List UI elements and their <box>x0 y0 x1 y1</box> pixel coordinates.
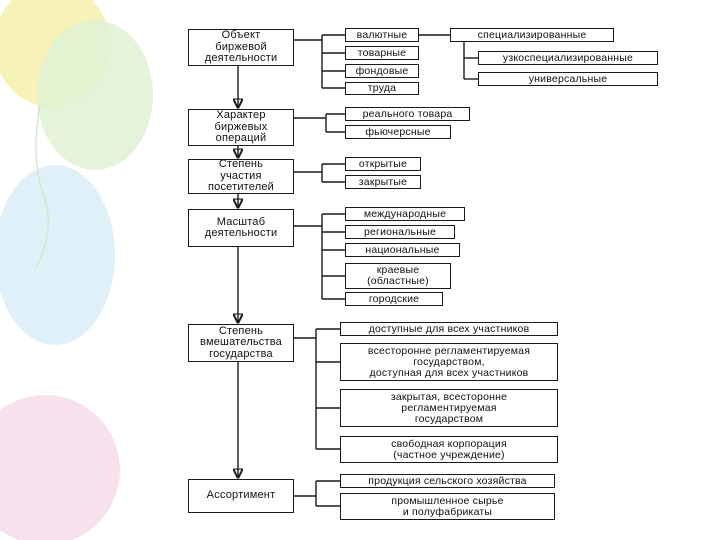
item-closed: закрытые <box>345 175 421 189</box>
item-regional: региональные <box>345 225 455 239</box>
category-assortment-box: Ассортимент <box>188 479 294 513</box>
subitem-universal: универсальные <box>478 72 658 86</box>
subitem-narrow-specialized: узкоспециализированные <box>478 51 658 65</box>
item-provincial: краевые (областные) <box>345 263 451 289</box>
category-participation-box: Степень участия посетителей <box>188 159 294 194</box>
item-regulated-open: всесторонне регламентируемая государство… <box>340 343 558 381</box>
item-international: международные <box>345 207 465 221</box>
balloon-pink <box>0 395 120 540</box>
category-scale-box: Масштаб деятельности <box>188 209 294 247</box>
balloon-green <box>37 20 153 170</box>
item-real-goods: реального товара <box>345 107 470 121</box>
item-open: открытые <box>345 157 421 171</box>
item-futures: фьючерсные <box>345 125 451 139</box>
balloon-string <box>34 104 49 271</box>
item-commodity: товарные <box>345 46 419 60</box>
item-free-corporation: свободная корпорация (частное учреждение… <box>340 436 558 463</box>
item-currency: валютные <box>345 28 419 42</box>
balloon-blue <box>0 165 115 345</box>
item-regulated-closed: закрытая, всесторонне регламентируемая г… <box>340 389 558 427</box>
item-stock: фондовые <box>345 64 419 78</box>
category-state-box: Степень вмешательства государства <box>188 324 294 362</box>
item-labor: труда <box>345 82 419 95</box>
category-operations-box: Характер биржевых операций <box>188 109 294 146</box>
item-national: национальные <box>345 243 460 257</box>
item-industrial: промышленное сырье и полуфабрикаты <box>340 493 555 520</box>
item-agricultural: продукция сельского хозяйства <box>340 474 555 488</box>
category-object-box: Объект биржевой деятельности <box>188 29 294 66</box>
item-open-all: доступные для всех участников <box>340 322 558 336</box>
item-city: городские <box>345 292 443 306</box>
subitem-specialized: специализированные <box>450 28 614 42</box>
